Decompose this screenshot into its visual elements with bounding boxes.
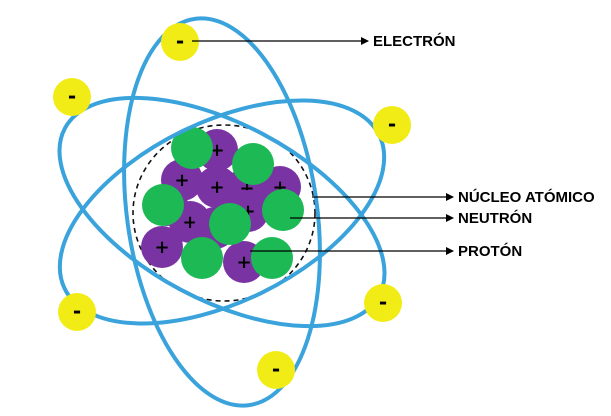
nucleus-particles: +++++++++++ — [141, 127, 304, 283]
proton: + — [141, 226, 183, 268]
nucleus-boundary — [132, 124, 316, 302]
neutron — [181, 237, 223, 279]
electron: - — [58, 293, 96, 331]
svg-text:+: + — [209, 177, 224, 198]
neutron — [209, 203, 251, 245]
label-arrows — [192, 37, 454, 255]
svg-text:-: - — [176, 29, 184, 53]
neutron — [251, 237, 293, 279]
orbit-1 — [122, 16, 322, 408]
svg-text:+: + — [154, 237, 169, 258]
neutron-label: NEUTRÓN — [458, 209, 532, 227]
labels: ELECTRÓN NÚCLEO ATÓMICO NEUTRÓN PROTÓN — [373, 32, 595, 260]
neutron — [171, 127, 213, 169]
neutron — [142, 184, 184, 226]
electron: - — [373, 106, 411, 144]
electron: - — [257, 351, 295, 389]
svg-text:-: - — [388, 112, 396, 136]
neutron — [262, 189, 304, 231]
electron-label: ELECTRÓN — [373, 32, 456, 50]
proton: + — [196, 166, 238, 208]
proton-label: PROTÓN — [458, 242, 522, 260]
atomic-nucleus: +++++++++++ — [132, 124, 316, 302]
svg-text:+: + — [209, 140, 224, 161]
svg-text:-: - — [379, 290, 387, 314]
svg-text:-: - — [272, 357, 280, 381]
svg-text:-: - — [68, 84, 76, 108]
electron: - — [53, 78, 91, 116]
neutron — [232, 143, 274, 185]
svg-text:+: + — [174, 170, 189, 191]
svg-text:-: - — [73, 299, 81, 323]
svg-text:+: + — [236, 252, 251, 273]
electron: - — [161, 23, 199, 61]
svg-text:+: + — [182, 212, 197, 233]
electrons: - - - - - - — [53, 23, 411, 389]
electron: - — [364, 284, 402, 322]
nucleus-label: NÚCLEO ATÓMICO — [458, 188, 595, 206]
